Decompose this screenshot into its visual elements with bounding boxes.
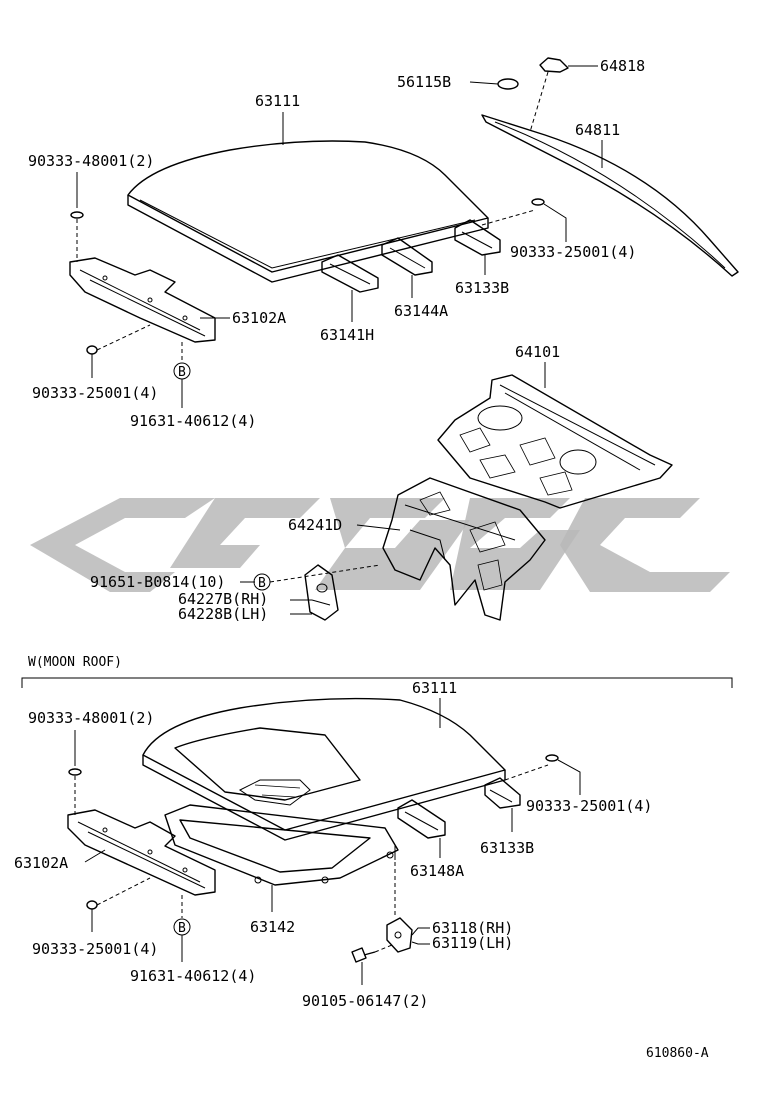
label-63144A: 63144A (394, 302, 448, 320)
label-63111: 63111 (255, 92, 300, 110)
clip-icon (68, 768, 82, 776)
front-header-63102A-lower (67, 809, 216, 896)
label-90105-06147: 90105-06147(2) (302, 992, 428, 1010)
label-64811: 64811 (575, 121, 620, 139)
label-91651-B0814: 91651-B0814(10) (90, 573, 225, 591)
label-90333-48001: 90333-48001(2) (28, 152, 154, 170)
rear-header-63133B (454, 219, 501, 256)
grommet-56115B-icon (497, 78, 519, 90)
label-64228B: 64228B(LH) (178, 605, 268, 623)
label-63118: 63118(RH) (432, 919, 513, 937)
rear-header-63133B-lower (484, 777, 521, 809)
label-63148A: 63148A (410, 862, 464, 880)
bracket-64227B-icon (304, 564, 339, 621)
cover-64818-icon (539, 57, 569, 73)
marker-b-label-3: B (178, 921, 186, 936)
label-64101: 64101 (515, 343, 560, 361)
roof-bow-63144A (381, 237, 433, 276)
section-bracket (21, 677, 733, 688)
roof-panel-63111 (127, 140, 489, 283)
label-91631-40612-lower: 91631-40612(4) (130, 967, 256, 985)
label-64227B: 64227B(RH) (178, 590, 268, 608)
label-64241D: 64241D (288, 516, 342, 534)
label-63142: 63142 (250, 918, 295, 936)
clip-icon (86, 900, 98, 910)
label-63111-lower: 63111 (412, 679, 457, 697)
package-tray-64811 (481, 114, 739, 277)
label-63102A: 63102A (232, 309, 286, 327)
bolt-90105-icon (351, 947, 376, 963)
label-63133B-lower: 63133B (480, 839, 534, 857)
clip-icon (70, 211, 84, 219)
roof-panel-moonroof-63111 (142, 697, 506, 841)
label-90333-48001-lower: 90333-48001(2) (28, 709, 154, 727)
label-91631-40612: 91631-40612(4) (130, 412, 256, 430)
label-90333-25001-right: 90333-25001(4) (510, 243, 636, 261)
label-63133B: 63133B (455, 279, 509, 297)
label-56115B: 56115B (397, 73, 451, 91)
clip-icon (545, 754, 559, 762)
front-header-63102A (69, 257, 216, 343)
rear-panel-64101 (437, 374, 673, 509)
marker-b-label-2: B (258, 576, 266, 591)
label-63102A-lower: 63102A (14, 854, 68, 872)
section-label: W(MOON ROOF) (28, 655, 122, 670)
bracket-63118-icon (386, 917, 413, 953)
marker-b-label: B (178, 365, 186, 380)
roof-bow-63148A (397, 799, 446, 839)
roof-bow-63141H (321, 254, 379, 293)
label-64818: 64818 (600, 57, 645, 75)
clip-icon (86, 345, 98, 355)
label-90333-25001-left: 90333-25001(4) (32, 384, 158, 402)
label-90333-25001-left-lower: 90333-25001(4) (32, 940, 158, 958)
figure-code: 610860-A (646, 1046, 709, 1061)
clip-icon (531, 198, 545, 206)
label-63141H: 63141H (320, 326, 374, 344)
moonroof-frame-63142 (164, 804, 399, 886)
watermark-logo (30, 498, 730, 592)
inner-structure-64241D (382, 477, 546, 621)
label-63119: 63119(LH) (432, 934, 513, 952)
label-90333-25001-right-lower: 90333-25001(4) (526, 797, 652, 815)
